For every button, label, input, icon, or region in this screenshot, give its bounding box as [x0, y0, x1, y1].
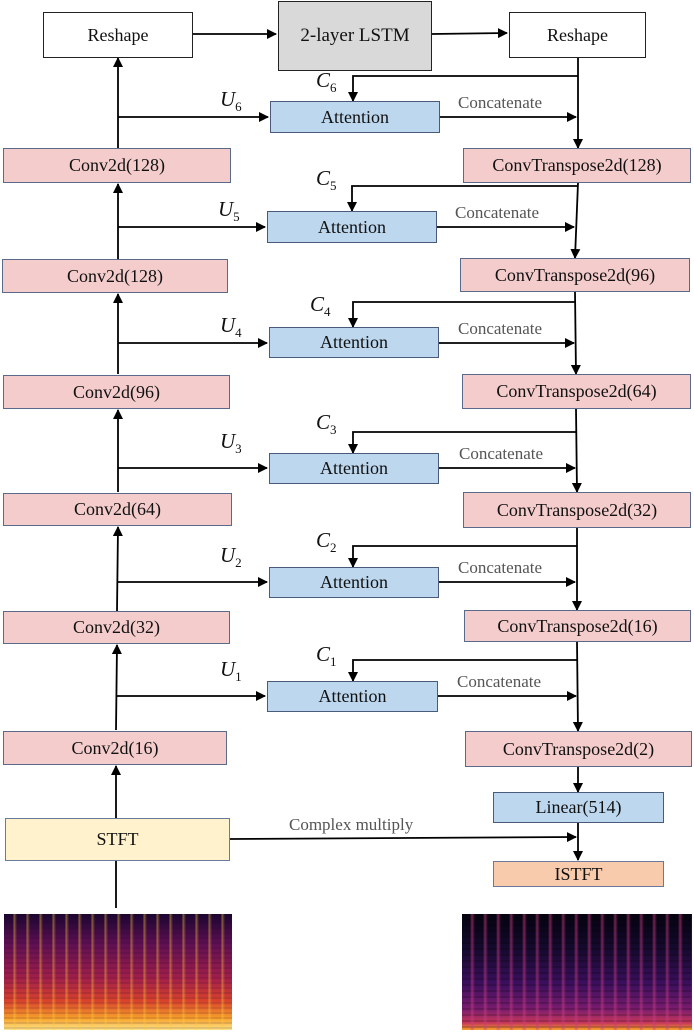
u-base: U: [220, 657, 236, 681]
concatenate-label: Concatenate: [458, 558, 543, 577]
u-sub: 3: [235, 441, 242, 456]
concatenate-label: Concatenate: [458, 319, 543, 338]
attention-label: Attention: [320, 332, 388, 352]
u-base: U: [220, 87, 236, 111]
decoder-convtranspose-5: ConvTranspose2d(96): [460, 258, 690, 292]
encoder-conv-label: Conv2d(96): [73, 381, 160, 402]
c-base: C: [316, 642, 331, 666]
attention-block-1: Attention: [267, 681, 438, 712]
decoder-conv-label: ConvTranspose2d(96): [494, 264, 656, 285]
linear-box: Linear(514): [493, 792, 664, 823]
decoder-conv-label: ConvTranspose2d(2): [502, 738, 655, 759]
u-sub: 2: [235, 555, 242, 570]
c-base: C: [316, 68, 331, 92]
concatenate-label: Concatenate: [458, 93, 543, 112]
decoder-convtranspose-2: ConvTranspose2d(16): [464, 610, 691, 642]
attention-block-5: Attention: [267, 211, 437, 243]
decoder-convtranspose-1: ConvTranspose2d(2): [465, 731, 692, 767]
c-base: C: [316, 166, 331, 190]
encoder-conv-label: Conv2d(16): [71, 737, 159, 758]
u-sub: 5: [233, 209, 240, 224]
encoder-conv-label: Conv2d(128): [69, 155, 165, 175]
c4-label: C4: [310, 292, 331, 320]
reshape-input-label: Reshape: [87, 24, 149, 45]
u-base: U: [220, 543, 236, 567]
encoder-conv-label: Conv2d(128): [67, 265, 163, 286]
u2-label: U2: [220, 543, 242, 571]
u6-label: U6: [220, 87, 242, 115]
linear-label: Linear(514): [535, 797, 622, 817]
attention-label: Attention: [318, 686, 387, 706]
attention-block-3: Attention: [269, 453, 439, 484]
encoder-conv-6: Conv2d(128): [3, 148, 231, 183]
reshape-output-box: Reshape: [509, 12, 646, 58]
c-base: C: [310, 292, 325, 316]
u4-label: U4: [220, 313, 242, 341]
encoder-conv-4: Conv2d(96): [3, 375, 230, 409]
decoder-convtranspose-3: ConvTranspose2d(32): [463, 492, 691, 528]
istft-box: ISTFT: [493, 861, 664, 887]
decoder-conv-label: ConvTranspose2d(128): [492, 155, 662, 175]
attention-block-2: Attention: [269, 567, 439, 598]
u1-label: U1: [220, 657, 242, 685]
lstm-box: 2-layer LSTM: [278, 1, 432, 71]
concatenate-label: Concatenate: [459, 444, 544, 463]
u5-label: U5: [218, 197, 240, 225]
c-base: C: [316, 528, 331, 552]
c-sub: 4: [324, 304, 331, 319]
attention-label: Attention: [321, 106, 389, 127]
attention-label: Attention: [318, 216, 386, 237]
u-base: U: [220, 429, 236, 453]
reshape-input-box: Reshape: [43, 12, 193, 58]
c5-label: C5: [316, 166, 337, 194]
c3-label: C3: [316, 410, 337, 438]
attention-block-6: Attention: [270, 101, 440, 133]
c6-label: C6: [316, 68, 337, 96]
u-sub: 6: [235, 99, 242, 114]
decoder-convtranspose-4: ConvTranspose2d(64): [462, 374, 691, 409]
complex-multiply-label: Complex multiply: [289, 815, 414, 834]
c-sub: 3: [330, 422, 337, 437]
c-sub: 1: [330, 654, 337, 669]
decoder-conv-label: ConvTranspose2d(64): [496, 381, 657, 401]
u-base: U: [220, 313, 236, 337]
u3-label: U3: [220, 429, 242, 457]
enhanced-spectrogram-image: [462, 914, 692, 1030]
attention-block-4: Attention: [269, 327, 439, 358]
concatenate-label: Concatenate: [455, 203, 540, 222]
istft-label: ISTFT: [554, 863, 603, 884]
concatenate-label: Concatenate: [457, 672, 542, 691]
encoder-conv-2: Conv2d(32): [3, 611, 230, 644]
c-sub: 6: [330, 80, 337, 95]
u-sub: 1: [235, 669, 242, 684]
u-sub: 4: [235, 325, 242, 340]
c-sub: 2: [330, 540, 337, 555]
stft-box: STFT: [5, 818, 230, 861]
encoder-conv-5: Conv2d(128): [2, 259, 228, 293]
encoder-conv-label: Conv2d(64): [74, 499, 161, 519]
noisy-spectrogram-image: [4, 914, 232, 1030]
attention-label: Attention: [320, 572, 388, 592]
encoder-conv-3: Conv2d(64): [3, 493, 232, 526]
c-sub: 5: [330, 178, 337, 193]
decoder-conv-label: ConvTranspose2d(32): [496, 499, 658, 520]
reshape-output-label: Reshape: [547, 24, 608, 45]
encoder-conv-label: Conv2d(32): [73, 617, 160, 637]
c-base: C: [316, 410, 331, 434]
c1-label: C1: [316, 642, 337, 670]
stft-label: STFT: [96, 829, 139, 849]
attention-label: Attention: [320, 458, 388, 478]
encoder-conv-1: Conv2d(16): [3, 731, 227, 765]
lstm-label: 2-layer LSTM: [300, 25, 410, 46]
u-base: U: [218, 197, 234, 221]
decoder-conv-label: ConvTranspose2d(16): [497, 615, 658, 636]
decoder-convtranspose-6: ConvTranspose2d(128): [463, 148, 691, 183]
c2-label: C2: [316, 528, 337, 556]
